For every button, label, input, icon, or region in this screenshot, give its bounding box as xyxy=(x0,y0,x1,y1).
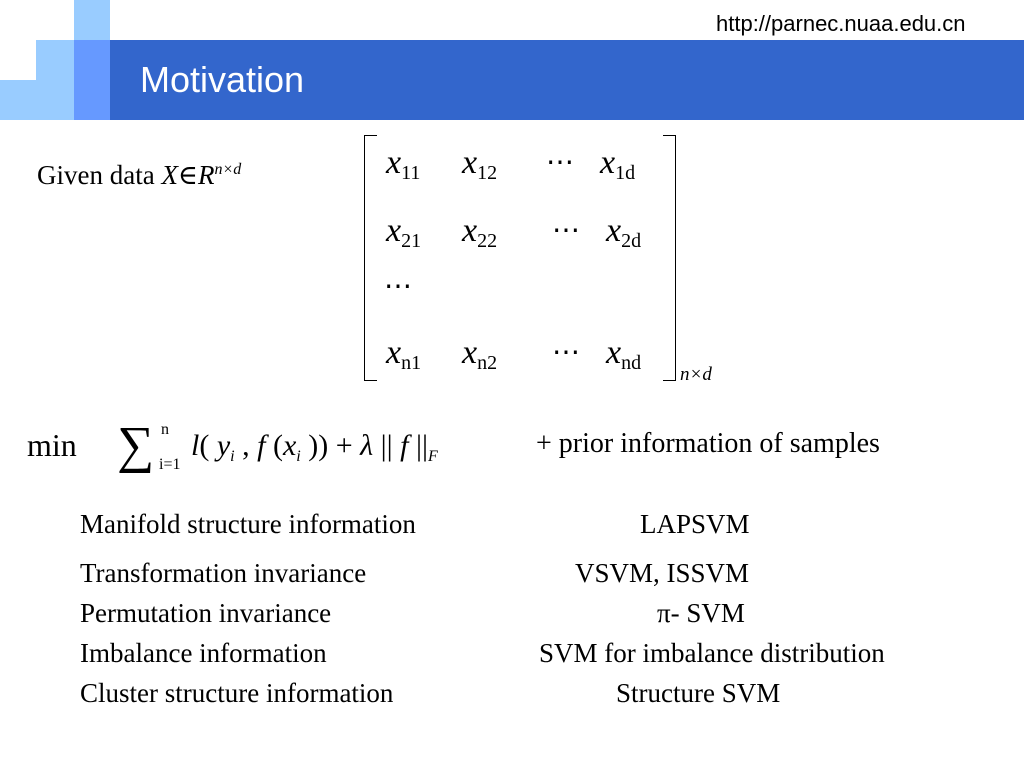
info-label: Manifold structure information xyxy=(80,509,416,539)
prior-information-text: + prior information of samples xyxy=(536,428,880,459)
site-url: http://parnec.nuaa.edu.cn xyxy=(716,11,966,36)
formula-min: min xyxy=(27,427,77,463)
deco-square-2 xyxy=(36,40,74,80)
matrix-cell: ⋯ xyxy=(552,215,580,246)
info-label: Imbalance information xyxy=(80,638,327,668)
matrix-cell: x12 xyxy=(462,144,498,184)
deco-square-6 xyxy=(74,80,110,120)
method-label: Structure SVM xyxy=(616,678,781,708)
matrix-cell: x2d xyxy=(606,212,642,252)
matrix-cell: ⋯ xyxy=(546,147,574,178)
sum-upper-limit: n xyxy=(161,421,169,438)
deco-square-4 xyxy=(0,80,36,120)
deco-square-5 xyxy=(36,80,74,120)
matrix-cell: xn1 xyxy=(386,334,422,374)
method-label: LAPSVM xyxy=(640,509,750,539)
method-label: π- SVM xyxy=(657,598,745,628)
matrix-cell: ⋯ xyxy=(384,271,412,302)
given-set: R xyxy=(197,160,215,190)
matrix-cell: ⋯ xyxy=(552,337,580,368)
matrix-left-bracket xyxy=(364,135,377,381)
given-prefix: Given data xyxy=(37,160,155,190)
deco-square-1 xyxy=(74,0,110,40)
matrix-cell: xn2 xyxy=(462,334,498,374)
matrix-cell: x1d xyxy=(600,144,636,184)
given-data-line: Given data X∈Rn×d xyxy=(37,153,241,192)
deco-square-3 xyxy=(74,40,110,80)
method-label: VSVM, ISSVM xyxy=(575,558,750,588)
matrix-dims: n×d xyxy=(680,364,712,385)
given-dims: n×d xyxy=(214,161,242,178)
header-bar xyxy=(110,40,1024,120)
formula-expression: l( yi , f (xi )) + λ || f ||F xyxy=(191,429,438,465)
sum-lower-limit: i=1 xyxy=(159,456,181,473)
matrix-cell: x11 xyxy=(386,144,421,184)
info-label: Transformation invariance xyxy=(80,558,367,588)
slide-title: Motivation xyxy=(140,59,305,100)
matrix-cell: x21 xyxy=(386,212,422,252)
sigma-symbol: ∑ xyxy=(117,417,155,474)
given-in: ∈ xyxy=(177,160,198,190)
method-label: SVM for imbalance distribution xyxy=(539,638,885,668)
given-var: X xyxy=(161,160,178,190)
matrix-cell: xnd xyxy=(606,334,642,374)
matrix-cell: x22 xyxy=(462,212,498,252)
info-label: Permutation invariance xyxy=(80,598,332,628)
info-label: Cluster structure information xyxy=(80,678,394,708)
matrix-right-bracket xyxy=(663,135,676,381)
data-matrix: x11 x12 ⋯ x1d x21 x22 ⋯ x2d ⋯ xn1 xn2 ⋯ … xyxy=(364,135,676,381)
